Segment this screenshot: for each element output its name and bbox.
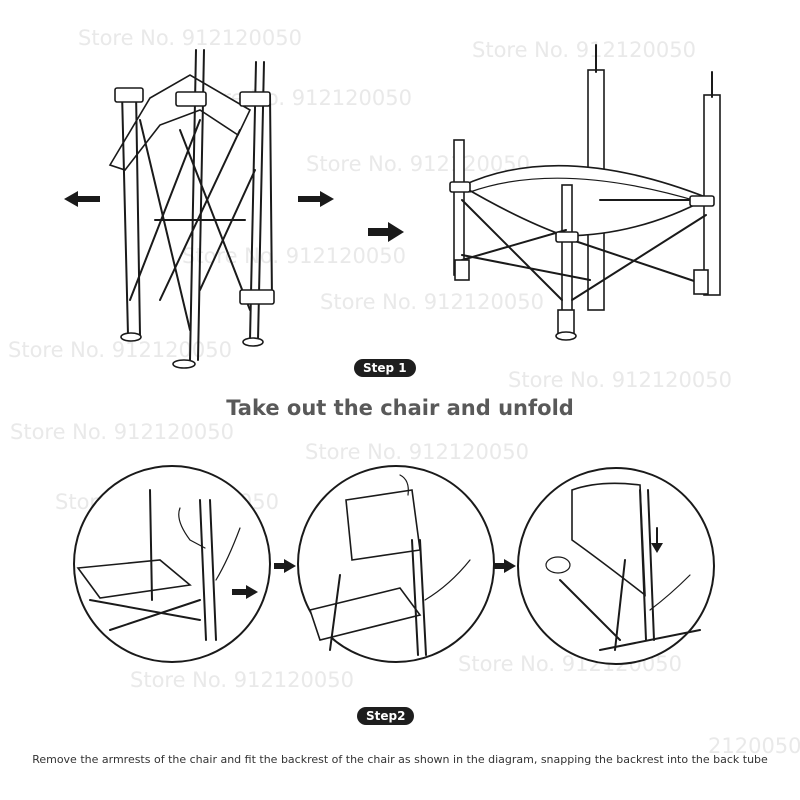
arrow-right-icon — [494, 559, 516, 573]
arrow-right-icon — [368, 222, 404, 242]
arrow-right-icon — [298, 191, 334, 207]
arrow-right-icon — [232, 585, 258, 599]
snap-backrest-illustration — [545, 482, 701, 651]
arrow-down-icon — [651, 543, 663, 553]
step-1-title: Take out the chair and unfold — [226, 396, 574, 420]
remove-armrest-illustration — [76, 489, 258, 641]
step-2-caption: Remove the armrests of the chair and fit… — [32, 753, 768, 766]
arrow-right-icon — [274, 559, 296, 573]
step-1-badge: Step 1 — [354, 359, 416, 377]
arrow-left-icon — [64, 191, 100, 207]
step-2-badge: Step2 — [357, 707, 415, 725]
fit-backrest-illustration — [308, 474, 471, 656]
